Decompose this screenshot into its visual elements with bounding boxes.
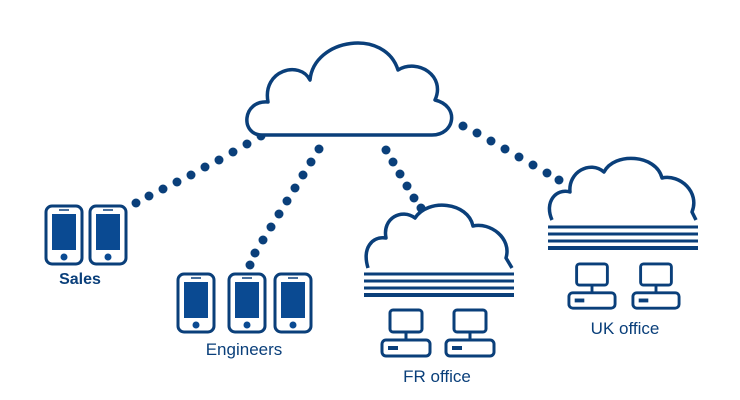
fr-office-cloud-icon xyxy=(364,203,514,269)
fr-office-computer-2-icon xyxy=(444,308,496,358)
fr-office-network-lines-icon xyxy=(364,272,514,297)
uk-office-network-lines-icon xyxy=(548,225,698,250)
uk-office-computer-2-icon xyxy=(631,262,681,310)
main-cloud-icon xyxy=(245,41,454,137)
engineers-phone-2-icon xyxy=(227,272,267,334)
uk-office-computer-1-icon xyxy=(567,262,617,310)
link-cloud-uk-office xyxy=(458,121,564,185)
link-cloud-sales xyxy=(131,131,266,208)
sales-phone-1-icon xyxy=(44,204,84,266)
fr-office-computer-1-icon xyxy=(380,308,432,358)
engineers-phone-1-icon xyxy=(176,272,216,334)
engineers-label: Engineers xyxy=(205,340,283,359)
fr-office-label: FR office xyxy=(403,367,471,386)
link-cloud-engineers xyxy=(245,144,324,270)
link-cloud-fr-office xyxy=(381,145,426,213)
uk-office-label: UK office xyxy=(590,319,660,338)
sales-phone-2-icon xyxy=(88,204,128,266)
engineers-phone-3-icon xyxy=(273,272,313,334)
sales-label: Sales xyxy=(59,271,101,288)
uk-office-cloud-icon xyxy=(547,156,698,221)
